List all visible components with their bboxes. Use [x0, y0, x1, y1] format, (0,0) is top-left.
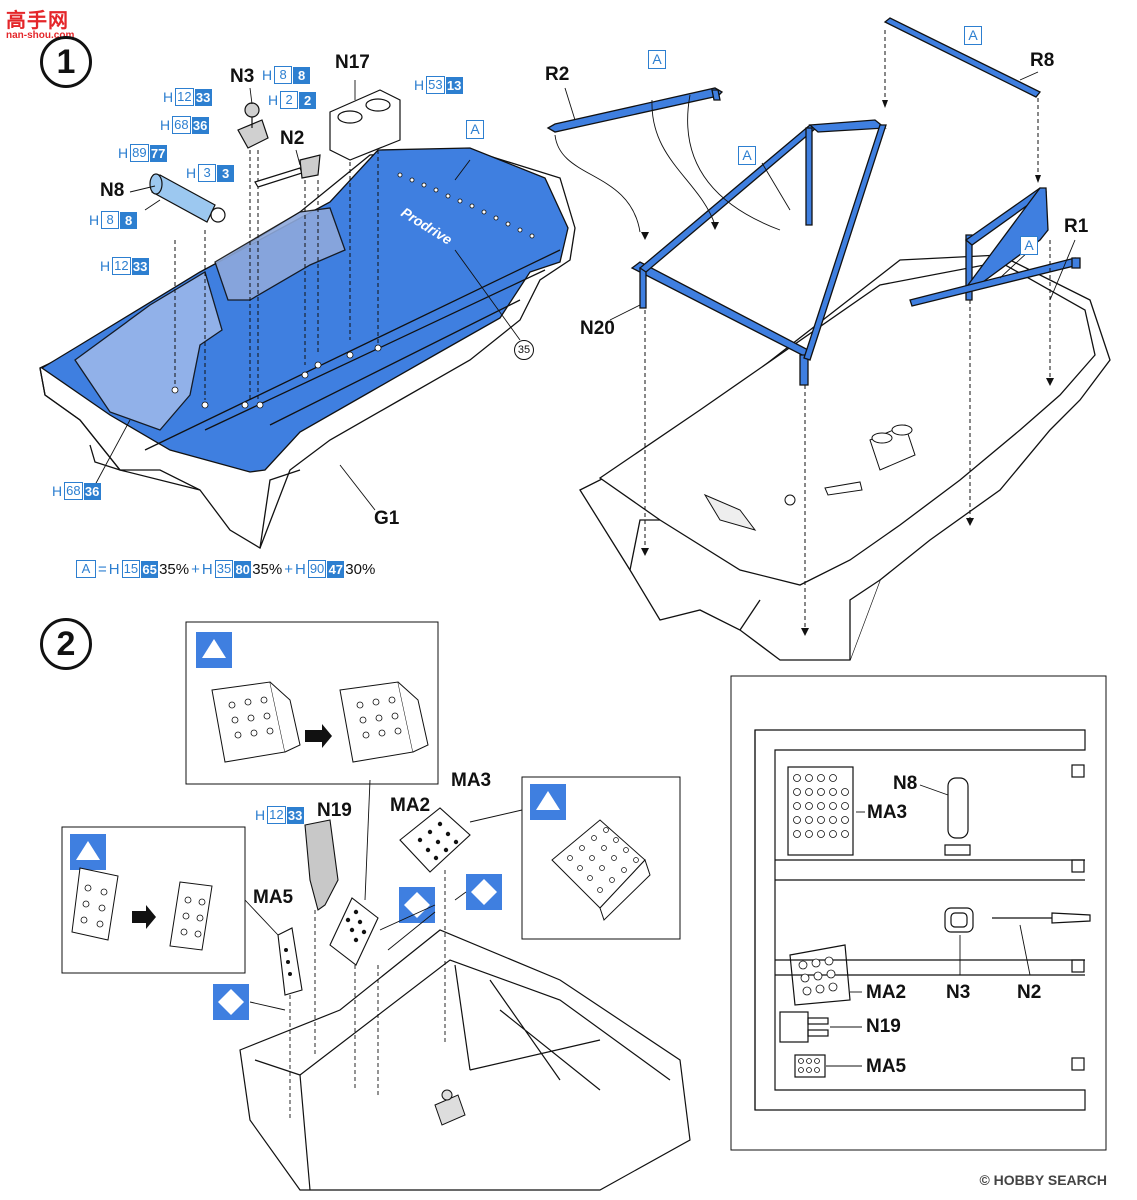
- label-n20: N20: [580, 318, 615, 339]
- rollbar-r8: [883, 17, 1042, 98]
- footer-source: © HOBBY SEARCH: [979, 1172, 1107, 1188]
- part-ma5: [277, 927, 303, 996]
- label-n8: N8: [100, 180, 125, 201]
- color-badge-a-4: A: [738, 146, 756, 165]
- part-ma3: [399, 807, 471, 873]
- color-badge-a-1: A: [466, 120, 484, 139]
- part-n19: [304, 819, 339, 911]
- arrow-right-2: [132, 905, 156, 929]
- label-r2: R2: [545, 64, 570, 85]
- color-badge-a-3: A: [964, 26, 982, 45]
- label-r1: R1: [1064, 216, 1089, 237]
- top-view-drawing: [754, 729, 1091, 1111]
- part-n17-box: [329, 89, 401, 161]
- label-ma5: MA5: [253, 887, 294, 908]
- label-n19: N19: [317, 800, 352, 821]
- topview-label-n8: N8: [893, 773, 918, 795]
- part-number-35: 35: [514, 340, 534, 360]
- color-badge-a-2: A: [648, 50, 666, 69]
- label-n2: N2: [280, 128, 305, 149]
- watermark-site: nan-shou.com: [6, 30, 75, 41]
- watermark-brand: 高手网: [6, 10, 69, 32]
- label-n3: N3: [230, 66, 255, 87]
- topview-label-n19: N19: [866, 1016, 901, 1038]
- arrow-right-1: [305, 724, 332, 748]
- mix-badge-a: A: [76, 560, 96, 578]
- watermark-logo: 高手网 nan-shou.com: [6, 4, 74, 41]
- left-seat-shading: [74, 271, 223, 431]
- part-ma2: [329, 897, 379, 966]
- rollbar-n20: [630, 261, 814, 358]
- label-g1: G1: [374, 508, 400, 529]
- part-n2-lever: [254, 154, 321, 188]
- topview-label-ma3: MA3: [867, 802, 908, 824]
- right-tub: [579, 254, 1111, 661]
- topview-label-ma2: MA2: [866, 982, 907, 1004]
- step-2-badge: 2: [40, 618, 92, 670]
- topview-label-ma5: MA5: [866, 1056, 907, 1078]
- part-n3-gear-knob: [237, 102, 269, 149]
- step2-floor: [239, 929, 691, 1191]
- top-view-panel: [730, 675, 1107, 1151]
- roll-cage: [546, 17, 1081, 386]
- rollbar-r2: [546, 87, 724, 133]
- label-n17: N17: [335, 52, 370, 73]
- left-tub: [39, 147, 576, 549]
- topview-label-n3: N3: [946, 982, 971, 1004]
- label-ma3: MA3: [451, 770, 492, 791]
- step-1-badge: 1: [40, 36, 92, 88]
- part-n8-extinguisher: [149, 173, 226, 223]
- label-ma2: MA2: [390, 795, 431, 816]
- label-r8: R8: [1030, 50, 1055, 71]
- color-badge-a-5: A: [1020, 236, 1038, 255]
- topview-label-n2: N2: [1017, 982, 1042, 1004]
